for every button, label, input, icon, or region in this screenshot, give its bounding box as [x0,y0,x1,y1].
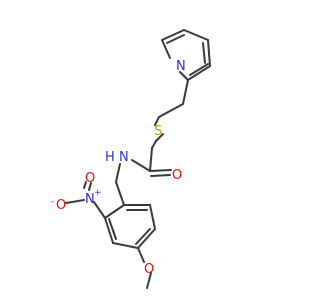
methoxy-oxygen-label: O [144,262,154,277]
amide-group [115,147,172,183]
nitro-oxygen-single-label: O [56,198,66,213]
amide-hydrogen-label: H [105,150,115,165]
ethyl-thio-chain [151,79,189,149]
pyridine-ring [161,29,211,81]
nitro-nitrogen-label: N [85,192,95,207]
nitro-group [65,181,106,219]
methoxy-group [137,247,152,289]
nitro-oxygen-double-label: O [85,171,95,186]
carbonyl-oxygen-label: O [172,168,182,183]
pyridine-nitrogen-label: N [176,59,186,74]
sulfur-label: S [154,124,162,139]
nitro-minus-charge: - [51,197,54,207]
molecule-structure: N S O N H N + O O - O [51,29,211,289]
nitro-plus-charge: + [94,188,102,198]
amide-nitrogen-label: N [119,150,129,165]
benzene-ring [104,181,156,249]
